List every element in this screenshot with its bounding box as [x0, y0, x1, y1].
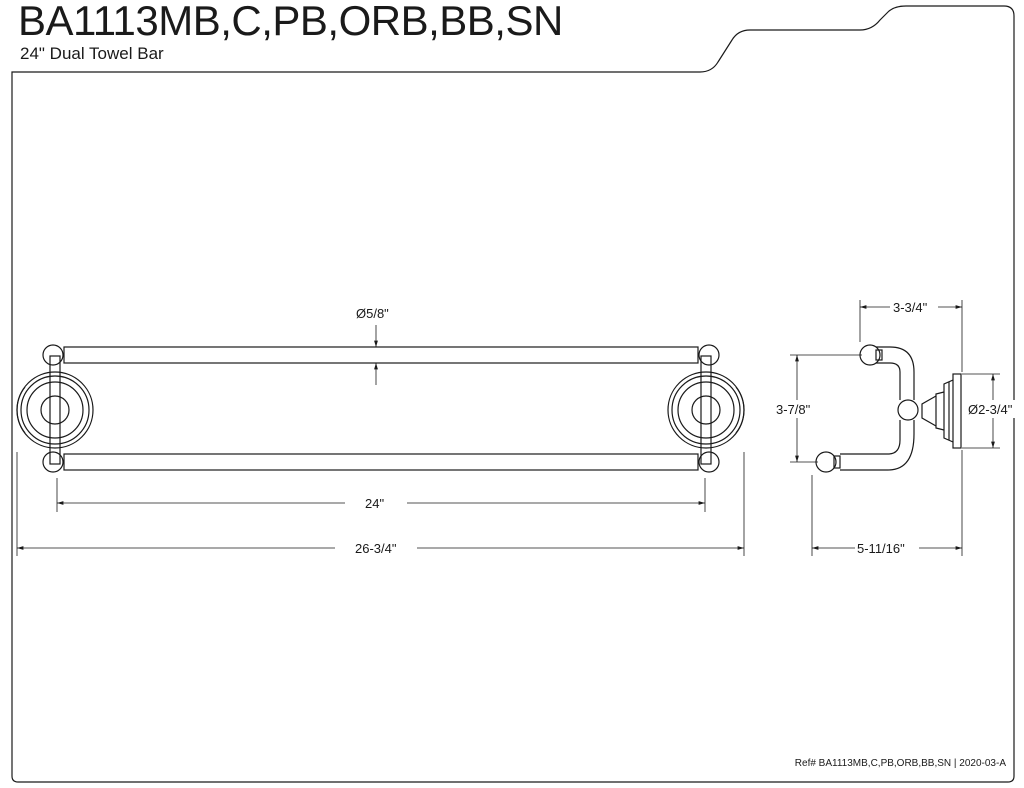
right-flange [667, 371, 745, 449]
flange-diameter-label: Ø2-3/4" [968, 402, 1013, 417]
side-dimensions [790, 300, 1000, 556]
projection-label: 3-3/4" [893, 300, 928, 315]
top-rod [42, 344, 720, 366]
bar-length-label: 24" [365, 496, 384, 511]
side-view [815, 344, 962, 473]
front-view [16, 344, 745, 473]
overall-length-label: 26-3/4" [355, 541, 397, 556]
sheet-border [11, 5, 1015, 783]
left-flange [16, 371, 94, 449]
reference-note: Ref# BA1113MB,C,PB,ORB,BB,SN | 2020-03-A [794, 758, 1006, 769]
side-flange [921, 373, 962, 449]
rod-spacing-label: 3-7/8" [776, 402, 811, 417]
page-subtitle: 24" Dual Towel Bar [20, 44, 164, 63]
bottom-rod [42, 451, 720, 473]
front-dimensions [16, 325, 745, 556]
overall-depth-label: 5-11/16" [857, 541, 905, 556]
rod-diameter-label: Ø5/8" [356, 306, 389, 321]
page-title: BA1113MB,C,PB,ORB,BB,SN [18, 0, 563, 44]
